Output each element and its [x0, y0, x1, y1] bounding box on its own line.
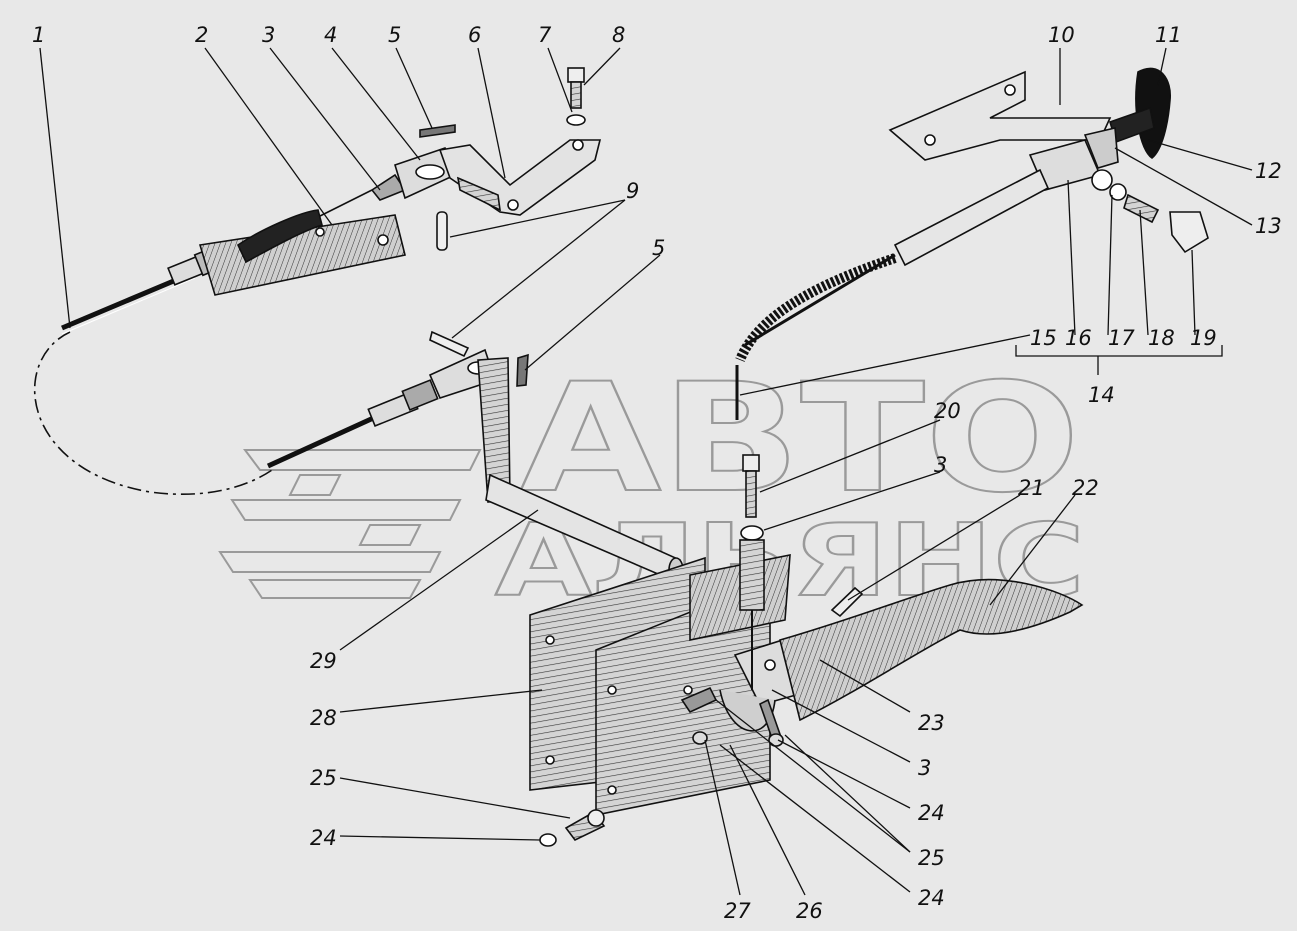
label-15: 15	[1030, 326, 1057, 350]
label-21: 21	[1018, 476, 1045, 500]
label-9: 9	[626, 179, 639, 203]
label-19: 19	[1190, 326, 1217, 350]
group-14-bracket	[1015, 345, 1223, 375]
lower-left-bolt	[539, 809, 606, 847]
cotter-pin-upper	[419, 124, 456, 138]
label-10: 10	[1048, 23, 1075, 47]
upper-bolt	[566, 67, 586, 126]
label-8: 8	[612, 23, 625, 47]
cable-rear-end	[61, 245, 225, 335]
label-23: 23	[918, 711, 945, 735]
upper-clevis	[370, 146, 457, 201]
leader-lines	[39, 47, 1253, 896]
label-6: 6	[468, 23, 481, 47]
label-5: 5	[388, 23, 401, 47]
label-18: 18	[1148, 326, 1175, 350]
label-5-lower: 5	[652, 236, 665, 260]
label-28: 28	[310, 706, 337, 730]
label-22: 22	[1072, 476, 1099, 500]
cable-front-end	[266, 348, 497, 469]
label-16: 16	[1065, 326, 1092, 350]
pull-handle	[1109, 67, 1171, 159]
label-24-right: 24	[918, 801, 945, 825]
label-3-middle: 3	[934, 453, 947, 477]
label-24-left: 24	[310, 826, 337, 850]
label-29: 29	[310, 649, 337, 673]
watermark-line-1: АВТО	[520, 352, 1080, 526]
clamp-bolt-right	[759, 698, 784, 747]
lever-rod	[744, 168, 1050, 347]
pin-lower	[429, 330, 470, 358]
callout-labels: 1 2 3 4 5 6 7 8 9 10 11 12 13 15 16 17 1…	[32, 23, 1282, 923]
label-7: 7	[538, 23, 552, 47]
label-24-bottom: 24	[918, 886, 945, 910]
mounting-bracket	[529, 554, 791, 816]
cable-bracket-plate	[198, 214, 406, 296]
pedal-pin	[830, 586, 864, 618]
label-13: 13	[1255, 214, 1282, 238]
upper-lever-plate	[438, 139, 602, 216]
label-12: 12	[1255, 159, 1282, 183]
adjusting-bolt	[739, 454, 765, 690]
label-17: 17	[1108, 326, 1135, 350]
label-3-lower: 3	[918, 756, 931, 780]
watermark-logo-icon	[218, 449, 482, 599]
label-26: 26	[796, 899, 823, 923]
label-2: 2	[195, 23, 208, 47]
label-3: 3	[262, 23, 275, 47]
label-20: 20	[934, 399, 961, 423]
ball-detent-parts	[1109, 183, 1209, 254]
label-25-right: 25	[918, 846, 945, 870]
rubber-boot	[236, 189, 373, 264]
cotter-pin-lower	[516, 353, 529, 387]
brake-pedal	[779, 578, 1084, 722]
cable-loop-path	[33, 331, 273, 495]
dashboard-bracket	[888, 70, 1112, 161]
pin-upper	[436, 211, 448, 251]
label-14: 14	[1088, 383, 1115, 407]
label-11: 11	[1155, 23, 1182, 47]
flexible-conduit	[735, 253, 897, 420]
label-1: 1	[32, 23, 45, 47]
label-4: 4	[324, 23, 337, 47]
clamp-bolt-left	[680, 686, 718, 745]
label-25-left: 25	[310, 766, 337, 790]
label-27: 27	[724, 899, 751, 923]
